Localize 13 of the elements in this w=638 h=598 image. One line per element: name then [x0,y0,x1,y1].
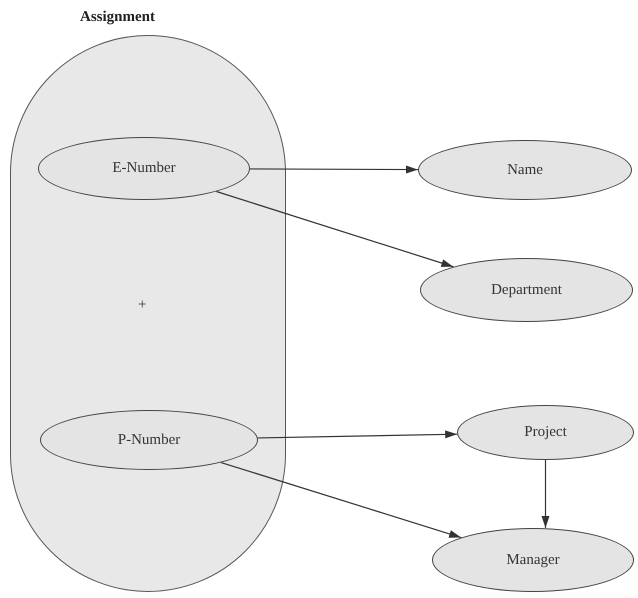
attribute-label: Manager [506,550,560,570]
arrow [220,462,462,538]
attribute-label: Name [507,160,543,180]
arrow [250,166,418,174]
group-title: Assignment [80,8,156,27]
attribute-label: E-Number [112,159,176,178]
attribute-label: Department [491,280,562,300]
plus-sign: + [138,296,146,315]
attribute-label: P-Number [118,430,180,450]
arrow [542,460,550,528]
arrow [258,430,458,439]
attribute-label: Project [524,423,567,442]
arrow [216,190,454,268]
